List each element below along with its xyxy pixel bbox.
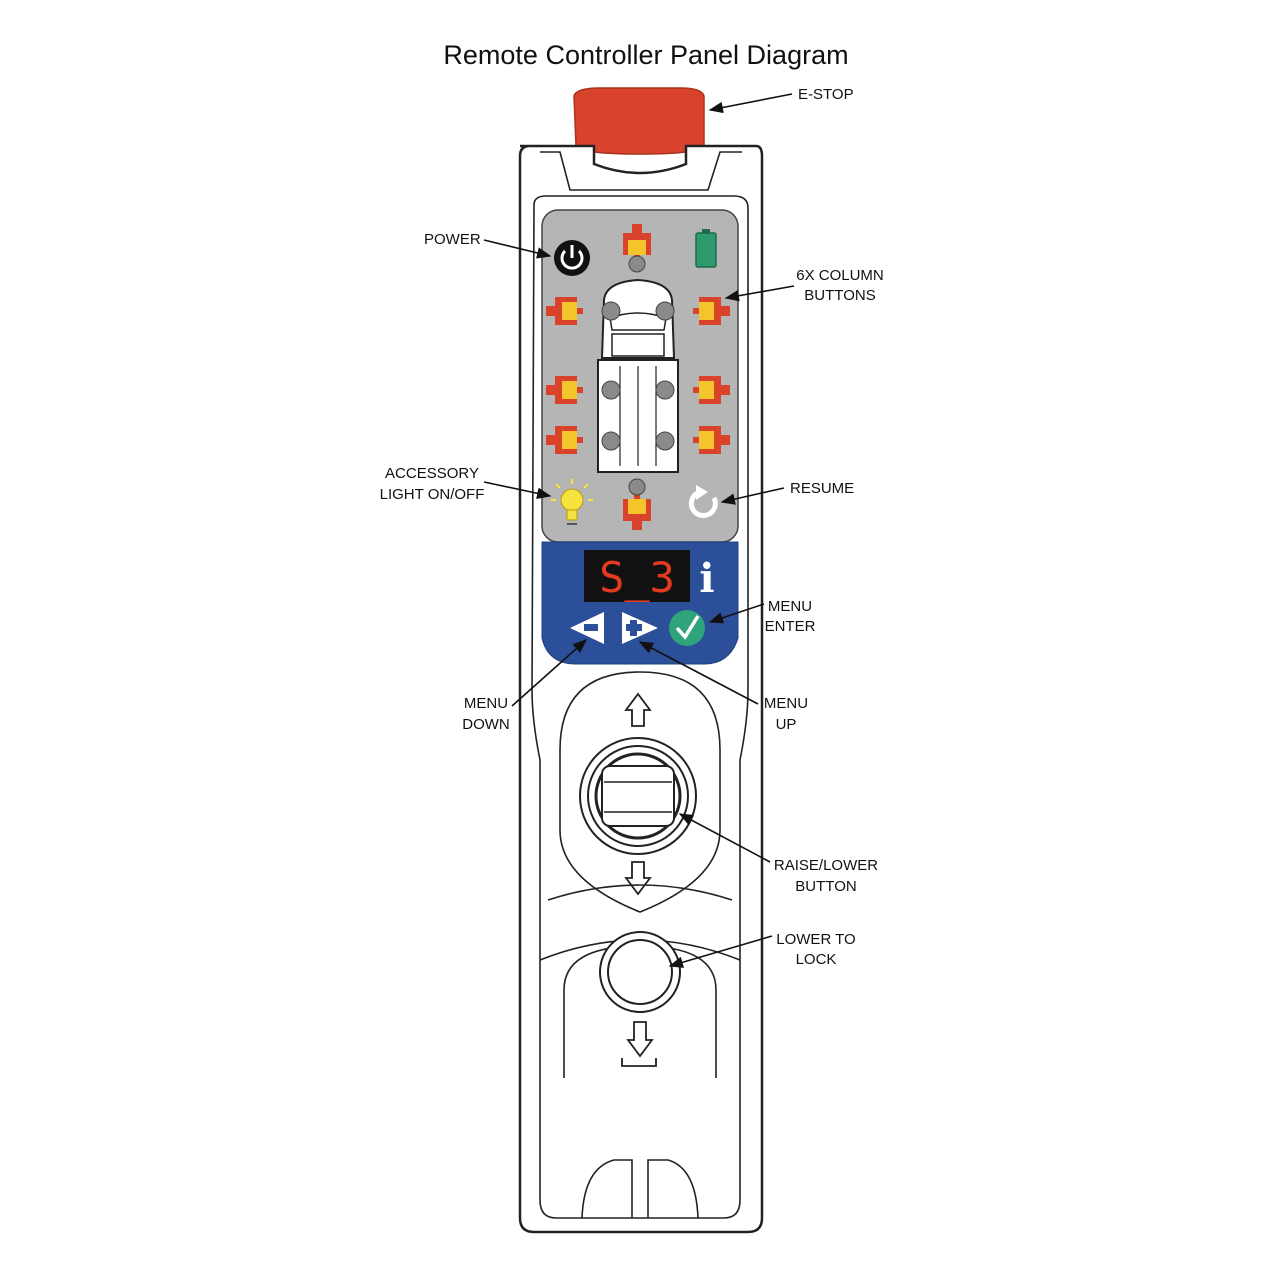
label-accessory-line2: LIGHT ON/OFF — [380, 486, 485, 503]
leader-menu-enter — [708, 603, 765, 624]
label-lower-lock-line2: LOCK — [796, 951, 837, 968]
label-power: POWER — [424, 231, 481, 248]
power-icon[interactable] — [554, 240, 590, 276]
label-column-buttons-line2: BUTTONS — [804, 287, 875, 304]
minus-arrow-icon[interactable] — [570, 612, 604, 644]
up-arrow-icon — [624, 692, 652, 727]
leader-power — [483, 239, 552, 259]
resume-icon[interactable] — [688, 485, 718, 519]
lower-to-lock-button[interactable] — [599, 931, 681, 1013]
display-screen — [584, 550, 690, 602]
label-column-buttons-line1: 6X COLUMN — [796, 267, 884, 284]
label-estop: E-STOP — [798, 86, 854, 103]
label-menu-enter-line2: ENTER — [765, 618, 816, 635]
leader-accessory — [483, 481, 552, 499]
estop-button[interactable] — [573, 87, 705, 155]
leader-raise-lower — [678, 813, 771, 863]
leader-column-buttons — [724, 285, 795, 302]
leader-resume — [720, 487, 785, 505]
label-menu-up-line1: MENU — [764, 695, 808, 712]
label-resume: RESUME — [790, 480, 854, 497]
battery-icon — [695, 229, 717, 268]
bulb-icon[interactable] — [551, 479, 593, 525]
label-menu-up-line2: UP — [776, 716, 797, 733]
rear-lift-point — [628, 478, 646, 496]
check-icon[interactable] — [669, 610, 705, 646]
lower-to-lock-icon — [621, 1021, 657, 1067]
info-icon[interactable]: i — [699, 555, 714, 602]
label-menu-down-line1: MENU — [464, 695, 508, 712]
down-arrow-icon — [624, 861, 652, 896]
leader-menu-up — [638, 641, 759, 705]
label-accessory-line1: ACCESSORY — [385, 465, 479, 482]
diagram-title: Remote Controller Panel Diagram — [443, 40, 848, 70]
label-menu-down-line2: DOWN — [462, 716, 510, 733]
leader-lower-lock — [668, 935, 773, 968]
label-lower-lock-line1: LOWER TO — [776, 931, 855, 948]
raise-lower-button[interactable] — [579, 737, 697, 855]
label-raise-lower-line2: BUTTON — [795, 878, 856, 895]
front-lift-point — [628, 255, 646, 273]
plus-arrow-icon[interactable] — [622, 612, 658, 644]
display-readout: S_3 — [599, 553, 675, 602]
leader-estop — [708, 93, 793, 114]
leader-menu-down — [511, 639, 588, 707]
vehicle-icon — [597, 278, 679, 473]
label-menu-enter-line1: MENU — [768, 598, 812, 615]
label-raise-lower-line1: RAISE/LOWER — [774, 857, 878, 874]
